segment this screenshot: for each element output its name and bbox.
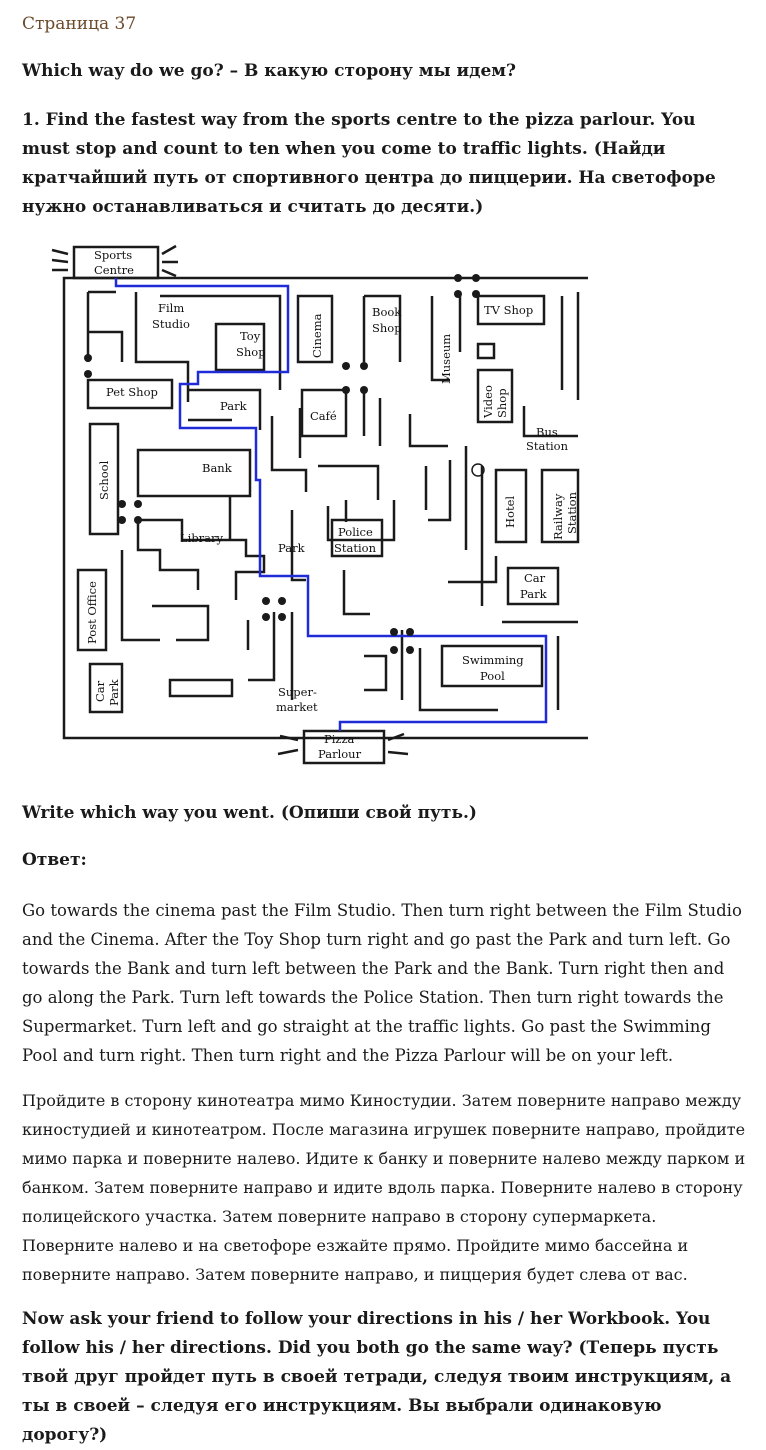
traffic-light bbox=[406, 628, 414, 636]
page-number: Страница 37 bbox=[22, 14, 137, 34]
label-bus-station: Station bbox=[526, 439, 569, 453]
answer-english: Go towards the cinema past the Film Stud… bbox=[22, 901, 742, 1065]
route-path bbox=[114, 278, 548, 731]
label-park-middle: Park bbox=[278, 541, 306, 555]
traffic-light bbox=[406, 646, 414, 654]
label-supermarket: Super- bbox=[278, 685, 317, 699]
label-sports-centre: Sports bbox=[94, 248, 132, 262]
label-bus-station: Bus bbox=[536, 425, 558, 439]
label-police-station: Police bbox=[338, 525, 373, 539]
traffic-lights bbox=[84, 274, 480, 654]
label-book-shop: Book bbox=[372, 305, 402, 319]
followup-task: Now ask your friend to follow your direc… bbox=[22, 1309, 732, 1445]
traffic-light bbox=[134, 500, 142, 508]
traffic-light bbox=[84, 354, 92, 362]
traffic-light bbox=[278, 597, 286, 605]
label-sports-centre: Centre bbox=[94, 263, 134, 277]
label-supermarket: market bbox=[276, 700, 318, 714]
label-cinema: Cinema bbox=[310, 313, 324, 358]
traffic-light bbox=[118, 516, 126, 524]
label-book-shop: Shop bbox=[372, 321, 402, 335]
label-pet-shop: Pet Shop bbox=[106, 385, 158, 399]
label-swimming-pool: Pool bbox=[480, 669, 505, 683]
traffic-light bbox=[360, 386, 368, 394]
label-film-studio: Film bbox=[158, 301, 184, 315]
label-railway-station: Railway bbox=[551, 493, 565, 540]
label-car-park-left: Car bbox=[93, 680, 107, 702]
label-hotel: Hotel bbox=[503, 496, 517, 528]
traffic-light bbox=[360, 362, 368, 370]
traffic-light bbox=[454, 274, 462, 282]
traffic-light bbox=[454, 290, 462, 298]
label-pizza-parlour: Parlour bbox=[318, 747, 362, 761]
label-swimming-pool: Swimming bbox=[462, 653, 524, 667]
traffic-light bbox=[342, 386, 350, 394]
label-park: Park bbox=[220, 399, 248, 413]
task-text: 1. Find the fastest way from the sports … bbox=[22, 110, 716, 217]
label-car-park-left: Park bbox=[107, 678, 121, 706]
answer-russian: Пройдите в сторону кинотеатра мимо Кинос… bbox=[22, 1091, 746, 1284]
label-film-studio: Studio bbox=[152, 317, 190, 331]
label-railway-station: Station bbox=[565, 491, 579, 534]
traffic-light bbox=[278, 613, 286, 621]
label-toy-shop: Toy bbox=[240, 329, 261, 343]
label-cafe: Café bbox=[310, 409, 337, 423]
traffic-light bbox=[390, 646, 398, 654]
label-video-shop: Video bbox=[481, 385, 495, 419]
traffic-light bbox=[390, 628, 398, 636]
answer-label: Ответ: bbox=[22, 850, 87, 870]
exercise-heading: Which way do we go? – В какую сторону мы… bbox=[22, 61, 517, 81]
traffic-light bbox=[134, 516, 142, 524]
label-police-station: Station bbox=[334, 541, 377, 555]
traffic-light bbox=[472, 290, 480, 298]
label-car-park: Park bbox=[520, 587, 548, 601]
traffic-light bbox=[342, 362, 350, 370]
traffic-light bbox=[262, 613, 270, 621]
label-toy-shop: Shop bbox=[236, 345, 266, 359]
maze-map: Sports Centre Film Studio Toy Shop Cinem… bbox=[51, 244, 588, 765]
label-bank: Bank bbox=[202, 461, 233, 475]
traffic-light bbox=[118, 500, 126, 508]
traffic-light bbox=[262, 597, 270, 605]
label-video-shop: Shop bbox=[495, 388, 509, 418]
label-school: School bbox=[97, 460, 111, 500]
label-post-office: Post Office bbox=[85, 581, 99, 644]
label-pizza-parlour: Pizza bbox=[324, 732, 355, 746]
label-car-park: Car bbox=[524, 571, 546, 585]
label-museum: Museum bbox=[439, 334, 453, 384]
label-tv-shop: TV Shop bbox=[484, 303, 533, 317]
write-prompt: Write which way you went. (Опиши свой пу… bbox=[22, 803, 477, 823]
label-library: Library bbox=[180, 531, 224, 545]
roundabout bbox=[471, 463, 485, 477]
traffic-light bbox=[472, 274, 480, 282]
maze-walls bbox=[51, 244, 588, 765]
traffic-light bbox=[84, 370, 92, 378]
